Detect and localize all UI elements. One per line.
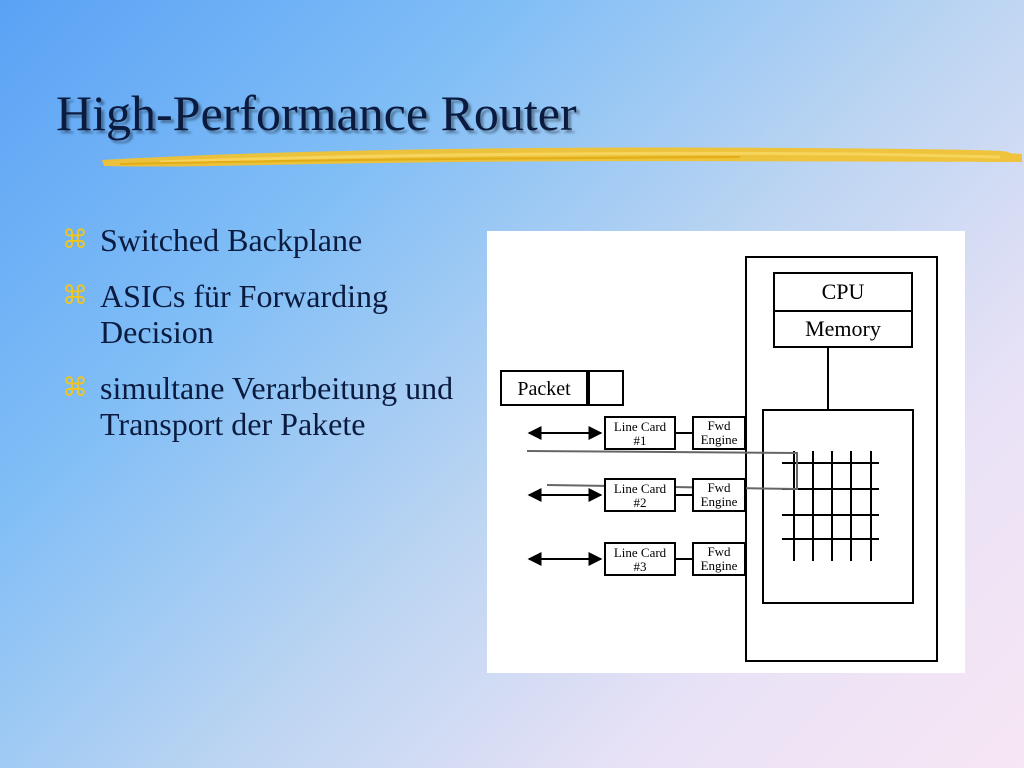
command-key-icon: ⌘	[62, 225, 88, 255]
bullet-item: ⌘ ASICs für Forwarding Decision	[62, 278, 482, 350]
bullet-item: ⌘ simultane Verarbeitung und Transport d…	[62, 370, 482, 442]
svg-text:Fwd: Fwd	[707, 480, 731, 495]
svg-text:Line Card: Line Card	[614, 545, 667, 560]
command-key-icon: ⌘	[62, 281, 88, 311]
svg-text:Engine: Engine	[701, 494, 738, 509]
title-underline-brush	[102, 147, 1022, 167]
bullet-text: ASICs für Forwarding Decision	[100, 278, 388, 350]
svg-text:#1: #1	[634, 433, 647, 448]
svg-text:Fwd: Fwd	[707, 544, 731, 559]
svg-text:Fwd: Fwd	[707, 418, 731, 433]
fwd-engine-3	[692, 542, 746, 576]
svg-text:Engine: Engine	[701, 432, 738, 447]
router-chassis	[745, 256, 938, 662]
svg-text:Engine: Engine	[701, 558, 738, 573]
slide-title: High-Performance Router	[56, 85, 577, 141]
fwd-engine-1	[692, 416, 746, 450]
memory-box	[773, 310, 913, 348]
bullet-text: simultane Verarbeitung und Transport der…	[100, 370, 454, 442]
router-diagram: CPU Memory Packet Line Card #1 Fw	[487, 231, 965, 673]
switch-fabric-box	[762, 409, 914, 604]
router-diagram-svg: CPU Memory Packet Line Card #1 Fw	[500, 256, 938, 662]
command-key-icon: ⌘	[62, 373, 88, 403]
bullet-item: ⌘ Switched Backplane	[62, 222, 482, 258]
memory-label: Memory	[805, 316, 881, 341]
svg-text:Line Card: Line Card	[614, 419, 667, 434]
packet-label: Packet	[517, 378, 571, 400]
svg-text:Line Card: Line Card	[614, 481, 667, 496]
svg-text:#3: #3	[634, 559, 647, 574]
bullet-list: ⌘ Switched Backplane ⌘ ASICs für Forward…	[62, 222, 482, 462]
cpu-label: CPU	[822, 279, 865, 304]
fwd-engine-2	[692, 478, 746, 512]
bullet-text: Switched Backplane	[100, 222, 363, 258]
svg-text:#2: #2	[634, 495, 647, 510]
crossbar-grid	[782, 451, 879, 561]
